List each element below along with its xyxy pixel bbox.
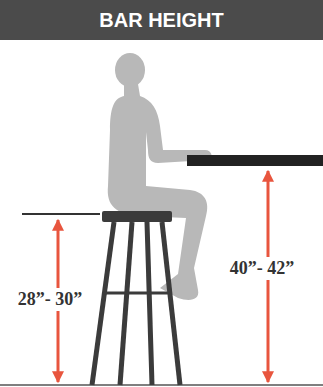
bar-stool: [92, 211, 180, 385]
person-silhouette: [108, 53, 212, 300]
floor-line: [0, 384, 323, 386]
seat-reference-line: [22, 213, 100, 215]
title: BAR HEIGHT: [0, 0, 323, 40]
title-banner: BAR HEIGHT: [0, 0, 323, 40]
dimension-label: 40”- 42”: [228, 257, 297, 280]
dimension-label: 28”- 30”: [16, 288, 85, 311]
bar-top: [187, 155, 323, 166]
